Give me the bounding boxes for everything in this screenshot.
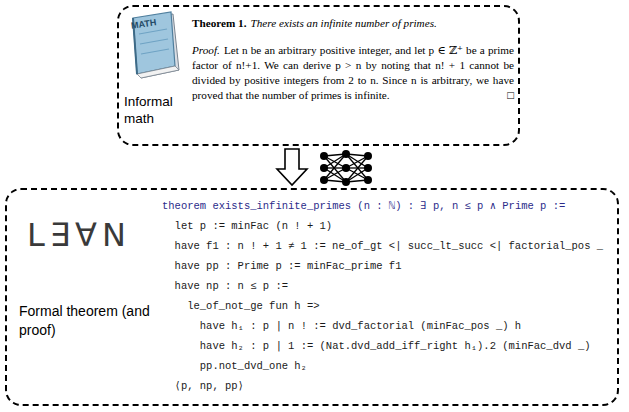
code-line: have pp : Prime p := minFac_prime f1 <box>162 256 603 276</box>
code-line: let p := minFac (n ! + 1) <box>162 216 603 236</box>
qed-symbol: □ <box>507 88 514 103</box>
theorem-statement: Theorem 1. There exists an infinite numbe… <box>192 16 514 31</box>
proof-text: Proof.Let n be an arbitrary positive int… <box>192 43 514 103</box>
code-line: have h₁ : p ∣ n ! := dvd_factorial (minF… <box>162 316 603 336</box>
code-line: have h₂ : p ∣ 1 := (Nat.dvd_add_iff_righ… <box>162 336 603 356</box>
block-arrow <box>277 149 307 185</box>
code-line: theorem exists_infinite_primes (n : ℕ) :… <box>162 196 603 216</box>
theorem-heading: Theorem 1. <box>192 17 246 29</box>
book-title: MATH <box>130 17 156 30</box>
proof-heading: Proof. <box>192 44 220 56</box>
code-line: have np : n ≤ p := <box>162 276 603 296</box>
theorem-text: Theorem 1. There exists an infinite numbe… <box>192 16 514 103</box>
lean-logo: L∃∀N <box>27 216 131 254</box>
section-label: Formal theorem (and proof) <box>19 302 155 340</box>
theorem-claim: There exists an infinite number of prime… <box>250 17 436 29</box>
code-line: le_of_not_ge fun h => <box>162 296 603 316</box>
code-line: ⟨p, np, pp⟩ <box>162 376 603 396</box>
formal-theorem-box: Formal theorem (and proof) theorem exists… <box>5 188 619 406</box>
section-label: Informal math <box>124 93 188 127</box>
informal-math-box: Theorem 1. There exists an infinite numbe… <box>117 5 520 146</box>
code-line: have f1 : n ! + 1 ≠ 1 := ne_of_gt <| suc… <box>162 236 603 256</box>
lean-code-block: theorem exists_infinite_primes (n : ℕ) :… <box>162 196 603 396</box>
neural-network-icon <box>318 148 374 188</box>
proof-body: Let n be an arbitrary positive integer, … <box>192 44 514 101</box>
code-line: pp.not_dvd_one h₂ <box>162 356 603 376</box>
